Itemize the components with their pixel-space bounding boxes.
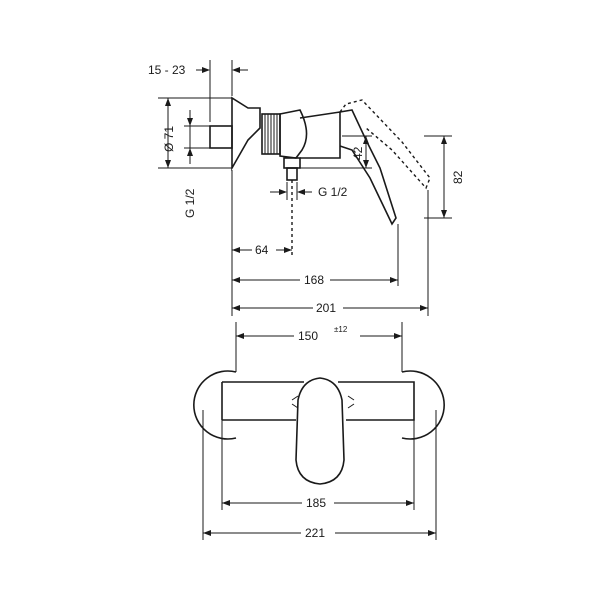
right-escutcheon — [401, 370, 445, 440]
label-width-221: 221 — [305, 526, 325, 540]
dim-center-distance: 150 ±12 — [235, 322, 403, 372]
label-length-168: 168 — [304, 273, 324, 287]
body-bar — [222, 381, 415, 421]
lever-raised-dashed — [339, 99, 431, 190]
side-view — [209, 96, 431, 258]
dim-height-82: 82 — [424, 135, 465, 219]
lever-solid — [339, 109, 397, 226]
label-thread-inlet: G 1/2 — [183, 188, 197, 218]
dim-thread-outlet: G 1/2 — [270, 182, 348, 200]
left-escutcheon — [193, 370, 237, 440]
label-height-42: 42 — [351, 146, 365, 160]
lever-handle — [295, 377, 345, 485]
label-thread-outlet: G 1/2 — [318, 185, 348, 199]
inlet-pipe — [209, 125, 233, 149]
front-view — [193, 370, 445, 485]
valve-body — [279, 109, 308, 159]
dim-length-201: 201 — [232, 300, 428, 315]
label-width-185: 185 — [306, 496, 326, 510]
dim-height-42: 42 — [300, 135, 372, 169]
escutcheon-shape — [231, 96, 261, 172]
body-housing — [299, 111, 341, 159]
dim-diameter: Ø 71 — [158, 97, 232, 169]
dim-wall-depth: 15 - 23 — [148, 60, 248, 122]
dim-length-168: 168 — [232, 272, 398, 287]
dim-width-221: 221 — [202, 410, 437, 540]
label-diameter: Ø 71 — [162, 126, 176, 152]
dim-length-64: 64 — [232, 242, 292, 257]
label-center-distance-tolerance: ±12 — [334, 325, 348, 334]
dim-thread-inlet: G 1/2 — [183, 110, 210, 218]
label-length-64: 64 — [255, 243, 269, 257]
label-length-201: 201 — [316, 301, 336, 315]
dim-width-185: 185 — [221, 420, 415, 510]
outlet-thread — [286, 167, 298, 181]
label-height-82: 82 — [451, 170, 465, 184]
knurl-lines — [264, 114, 278, 154]
label-wall-depth: 15 - 23 — [148, 63, 186, 77]
label-center-distance: 150 — [298, 329, 318, 343]
outlet-nut — [283, 157, 301, 169]
